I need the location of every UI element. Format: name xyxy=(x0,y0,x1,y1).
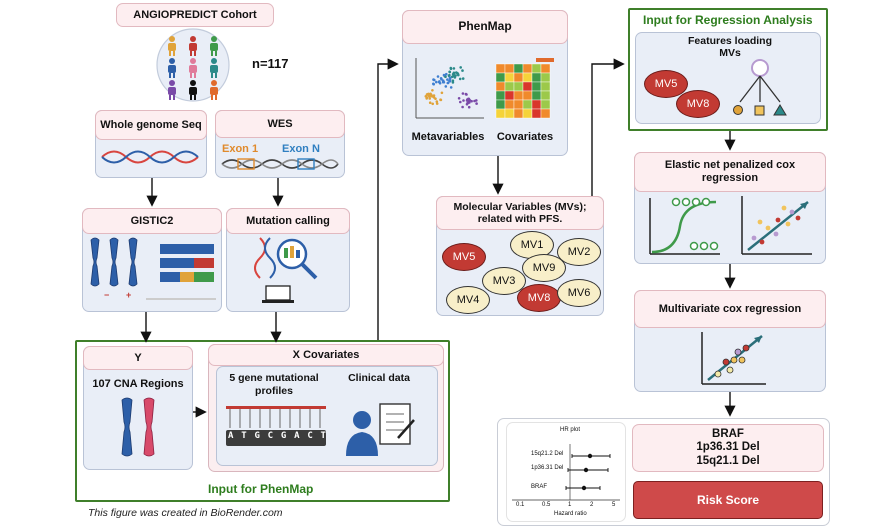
scatter-cluster-icon xyxy=(415,58,484,119)
hr-forest-plot xyxy=(512,444,620,501)
gene-profiles-label: 5 gene mutational profiles xyxy=(229,372,319,397)
mutation-title: Mutation calling xyxy=(226,208,350,234)
chromosome-bar-icon: − + xyxy=(90,237,216,300)
dna-strand-icon xyxy=(221,158,339,170)
exonN-label: Exon N xyxy=(282,143,320,155)
regression-scatter-icon xyxy=(741,196,812,255)
doctor-clipboard-icon xyxy=(346,403,415,456)
features-mv8: MV8 xyxy=(676,90,720,118)
metavariables-label: Metavariables xyxy=(411,131,485,143)
footer-credit: This figure was created in BioRender.com xyxy=(88,507,283,519)
gistic-title: GISTIC2 xyxy=(82,208,222,234)
regression-input-label: Input for Regression Analysis xyxy=(643,13,813,27)
hr-label-0: 15q21.2 Del xyxy=(531,451,564,457)
hr-plot-title: HR plot xyxy=(560,427,581,433)
mv3-node: MV3 xyxy=(482,267,526,295)
elastic-title: Elastic net penalized cox regression xyxy=(634,152,826,192)
hr-tick-4: 5 xyxy=(612,502,616,508)
hr-xlabel: Hazard ratio xyxy=(554,511,587,517)
magnifier-dna-icon xyxy=(254,237,318,303)
hr-tick-2: 1 xyxy=(568,502,572,508)
regression-input-frame xyxy=(628,8,828,131)
hr-label-2: BRAF xyxy=(531,484,548,490)
risk-score-box: Risk Score xyxy=(633,481,823,519)
heatmap-icon xyxy=(495,58,554,119)
result-1p36: 1p36.31 Del xyxy=(696,441,760,454)
clinical-data-label: Clinical data xyxy=(348,372,410,384)
mv5-node: MV5 xyxy=(442,243,486,271)
cna-regions-label: 107 CNA Regions xyxy=(92,378,184,390)
xcov-title: X Covariates xyxy=(208,344,444,366)
mv4-node: MV4 xyxy=(446,286,490,314)
mv6-node: MV6 xyxy=(557,279,601,307)
result-15q21: 15q21.1 Del xyxy=(696,454,760,467)
multivariate-title: Multivariate cox regression xyxy=(634,290,826,328)
sigmoid-plot-icon xyxy=(649,197,720,255)
svg-text:−: − xyxy=(104,290,109,300)
covariates-label: Covariates xyxy=(496,131,554,143)
cohort-size: n=117 xyxy=(252,56,289,71)
people-icon xyxy=(156,28,230,102)
mv9-node: MV9 xyxy=(522,254,566,282)
result-signature: BRAF 1p36.31 Del 15q21.1 Del xyxy=(632,424,824,472)
hr-tick-3: 2 xyxy=(590,502,594,508)
dna-helix-icon xyxy=(101,150,199,164)
exon1-label: Exon 1 xyxy=(222,143,259,155)
result-braf: BRAF xyxy=(712,428,744,441)
wgs-title: Whole genome Seq xyxy=(95,110,207,140)
svg-text:+: + xyxy=(126,290,131,300)
phenmap-title: PhenMap xyxy=(402,10,568,44)
mvs-title: Molecular Variables (MVs); related with … xyxy=(436,196,604,230)
hr-tick-0: 0.1 xyxy=(516,502,525,508)
features-title: Features loading MVs xyxy=(687,34,772,59)
cohort-title: ANGIOPREDICT Cohort xyxy=(116,3,274,27)
sequence-icon xyxy=(226,406,326,446)
hr-ticks: 0.1 0.5 1 2 5 xyxy=(516,502,624,512)
input-phenmap-label: Input for PhenMap xyxy=(208,482,314,496)
mv1-node: MV1 xyxy=(510,231,554,259)
chromosome-pair-icon xyxy=(121,397,155,457)
input-phenmap-frame xyxy=(75,340,450,502)
y-title: Y xyxy=(83,346,193,370)
hr-plot-box xyxy=(506,422,626,522)
mv2-node: MV2 xyxy=(557,238,601,266)
hr-tick-1: 0.5 xyxy=(542,502,551,508)
multivariate-plot-icon xyxy=(701,332,766,385)
features-mv5: MV5 xyxy=(644,70,688,98)
hr-label-1: 1p36.31 Del xyxy=(531,465,564,471)
wes-title: WES xyxy=(215,110,345,138)
tree-loading-icon xyxy=(733,59,787,116)
